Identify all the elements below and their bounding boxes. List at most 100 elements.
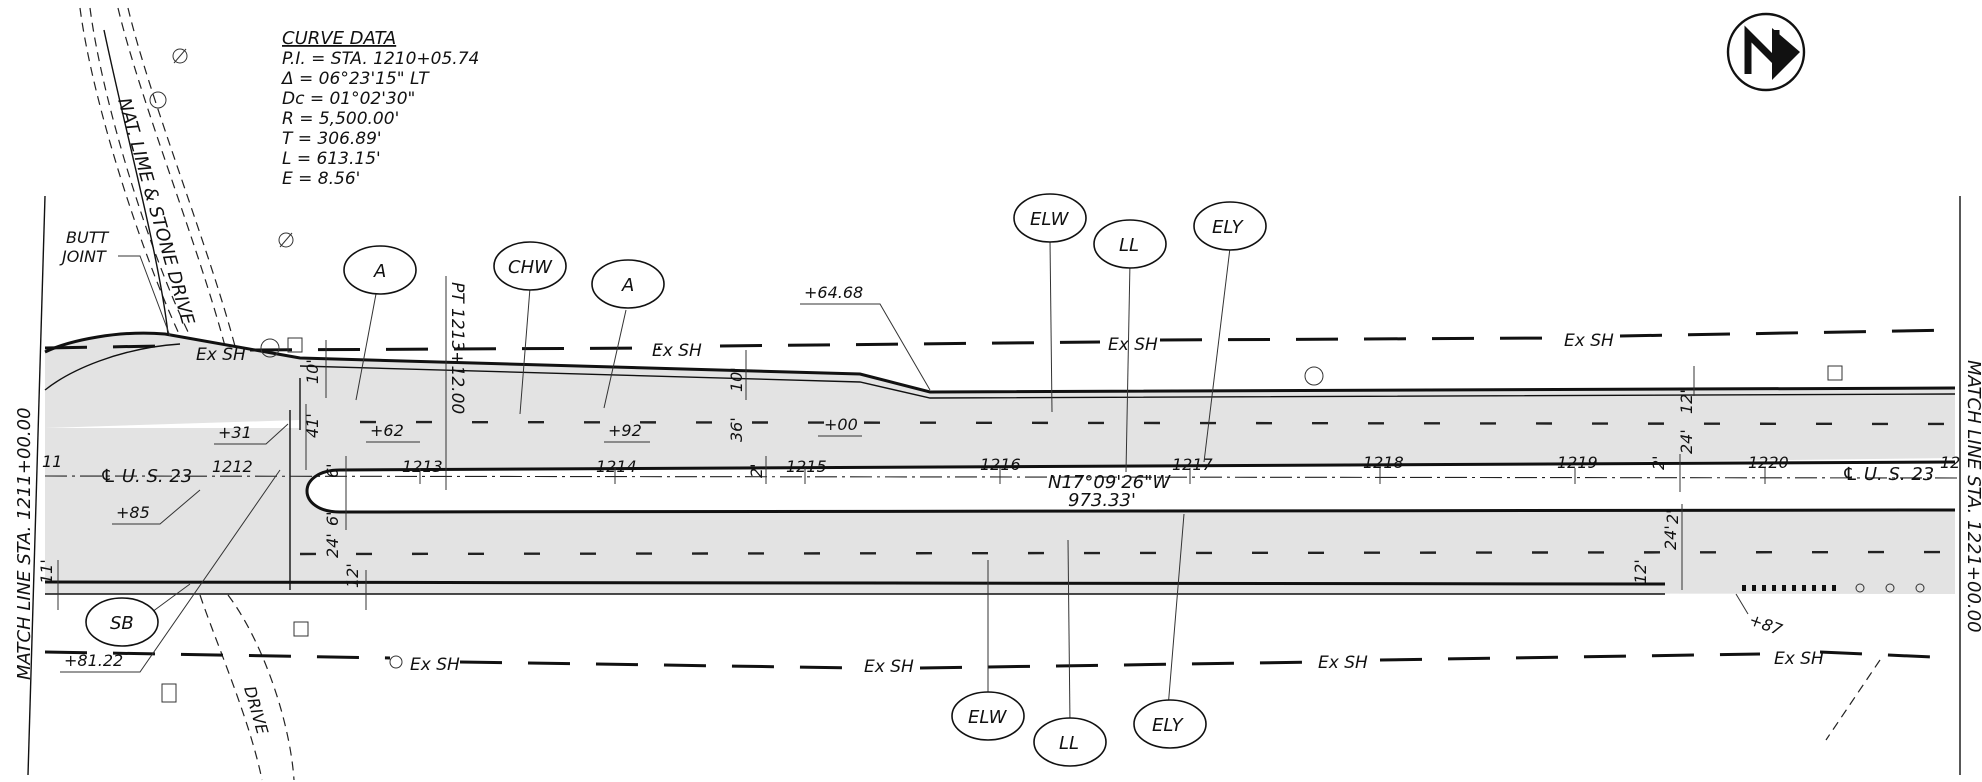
utility-pole-icon (172, 48, 188, 64)
callout-bubble (1133, 699, 1207, 749)
svg-text:2': 2' (1663, 509, 1682, 524)
distance-label: 973.33' (1068, 490, 1136, 511)
callout-label: ELY (1152, 715, 1185, 736)
centerline-label-right: ℄ U. S. 23 (1842, 464, 1934, 485)
manhole-icon (149, 91, 167, 109)
property-line (1825, 659, 1881, 741)
station-label: 1219 (1557, 453, 1598, 472)
station-offset-label: +00 (824, 415, 858, 434)
station-offset-label: +87 (1747, 610, 1786, 640)
station-label: 11 (42, 452, 62, 471)
svg-text:10': 10' (727, 367, 746, 392)
curve-data-title: CURVE DATA (282, 28, 396, 49)
station-label: 1220 (1748, 453, 1789, 472)
callout-bubble (951, 691, 1025, 741)
north-arrow-icon (1726, 12, 1806, 92)
dimension-labels: 10' 41' 6' 6' 24' 12' 11' 10' 36' 2' 12'… (37, 359, 1696, 588)
station-label: 1212 (212, 457, 253, 476)
curve-tangent: T = 306.89' (282, 129, 382, 149)
guardrail-icon (1742, 583, 1925, 593)
curve-dc: Dc = 01°02'30" (282, 89, 415, 109)
nat-lime-stone-label: NAT. LIME & STONE DRIVE (113, 96, 198, 328)
ex-sh-line-top (44, 328, 1956, 352)
inlet-icon (287, 337, 303, 353)
callout-bubble (85, 597, 159, 647)
curve-radius: R = 5,500.00' (282, 109, 399, 129)
ex-sh-label: Ex SH (1564, 331, 1614, 351)
svg-text:6': 6' (323, 511, 342, 526)
dimension-arrows (57, 340, 1695, 610)
nat-lime-stone-drive (44, 7, 237, 391)
drive-road (199, 594, 295, 781)
callout-bubble (591, 259, 665, 309)
station-offset-label: +31 (218, 423, 252, 442)
curve-delta: Δ = 06°23'15" LT (280, 69, 430, 89)
station-label: 1216 (980, 455, 1021, 474)
ex-sh-label: Ex SH (410, 655, 460, 675)
ex-sh-label: Ex SH (1108, 335, 1158, 355)
match-line-left-label: MATCH LINE STA. 1211+00.00 (14, 407, 35, 680)
bearing-label: N17°09'26"W (1048, 472, 1171, 493)
ex-sh-line-bottom (44, 650, 1956, 670)
callout-leaders (151, 239, 1231, 725)
centerline-us23 (44, 475, 1961, 479)
manhole-icon (389, 655, 403, 669)
inlet-icon (293, 621, 309, 637)
callout-bubble (1193, 201, 1267, 251)
station-label: 12 (1940, 453, 1960, 472)
station-label: 1213 (402, 457, 443, 476)
inlet-icon (1827, 365, 1843, 381)
drive-label: DRIVE (240, 684, 272, 737)
utility-pole-icon (278, 232, 294, 248)
svg-text:24': 24' (323, 533, 342, 558)
station-offset-label: +85 (116, 503, 150, 522)
curve-pi: P.I. = STA. 1210+05.74 (282, 49, 479, 69)
manhole-icon (260, 338, 280, 358)
ex-sh-label: Ex SH (652, 341, 702, 361)
callout-label: ELW (1030, 209, 1070, 230)
svg-text:36': 36' (727, 417, 746, 442)
svg-text:12': 12' (343, 563, 362, 588)
station-label: 1214 (596, 457, 637, 476)
callout-label: SB (110, 613, 134, 634)
pavement-area (45, 333, 1955, 594)
svg-text:12': 12' (1677, 389, 1696, 414)
station-label: 1215 (786, 457, 827, 476)
ex-sh-label: Ex SH (1318, 653, 1368, 673)
callout-bubble (1093, 219, 1167, 269)
station-label: 1217 (1172, 455, 1214, 474)
pt-label: PT 1213+12.00 (447, 282, 467, 414)
ex-sh-label: Ex SH (1774, 649, 1824, 669)
ex-sh-label: Ex SH (196, 345, 246, 365)
inlet-icon (161, 683, 177, 703)
station-offset-label: +62 (370, 421, 404, 440)
svg-text:41': 41' (303, 413, 322, 438)
station-offset-label: +92 (608, 421, 642, 440)
butt-joint-label: BUTT (66, 228, 109, 247)
manhole-icon (1304, 366, 1324, 386)
callout-label: LL (1119, 235, 1139, 256)
svg-text:2': 2' (747, 463, 766, 478)
edge-lines (44, 331, 1956, 595)
svg-text:10': 10' (303, 359, 322, 384)
curve-length: L = 613.15' (282, 149, 381, 169)
station-label: 1218 (1363, 453, 1404, 472)
callout-label: CHW (508, 257, 553, 278)
svg-text:6': 6' (323, 463, 342, 478)
callout-bubble (493, 241, 567, 291)
callout-label: ELW (968, 707, 1008, 728)
svg-text:24': 24' (1661, 525, 1680, 550)
match-line-left (27, 195, 46, 776)
callout-label: A (621, 275, 634, 296)
station-offset-label: +81.22 (64, 651, 123, 670)
svg-text:11': 11' (37, 559, 56, 584)
callout-label: LL (1059, 733, 1079, 754)
centerline-label-left: ℄ U. S. 23 (100, 466, 192, 487)
callout-bubble (343, 245, 417, 295)
svg-text:2': 2' (1649, 455, 1668, 470)
callout-label: A (373, 261, 386, 282)
ex-sh-label: Ex SH (864, 657, 914, 677)
callout-bubble (1033, 717, 1107, 767)
callout-bubble (1013, 193, 1087, 243)
